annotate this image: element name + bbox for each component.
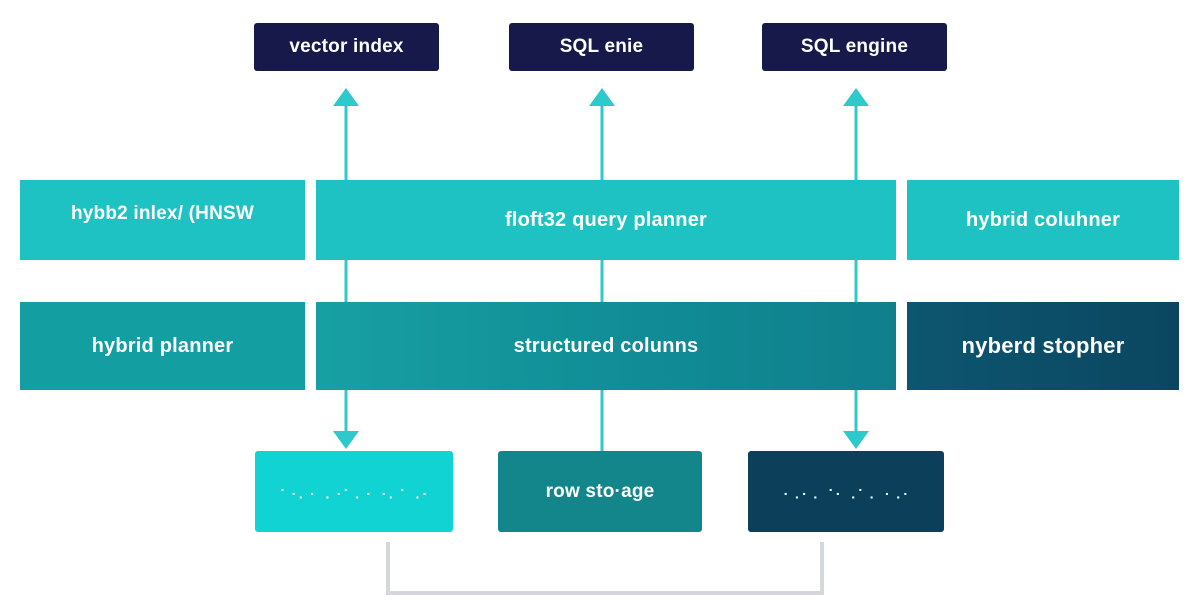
top-box-vector-index: vector index <box>254 23 439 71</box>
row1-right-box: hybrid coluhner <box>907 180 1179 260</box>
row2-right-label: nyberd stopher <box>961 333 1125 358</box>
row1-middle-box: floft32 query planner <box>316 180 896 260</box>
top-box-sql-enie: SQL enie <box>509 23 694 71</box>
row2-middle-box: structured colunns <box>316 302 896 390</box>
row2-left-box: hybrid planner <box>20 302 305 390</box>
arrowhead-up-middle <box>589 88 615 106</box>
top-box-sql-engine: SQL engine <box>762 23 947 71</box>
bottom-connector <box>386 542 824 595</box>
top-box-sql-enie-label: SQL enie <box>559 36 644 57</box>
row2-middle-label: structured colunns <box>513 334 699 357</box>
top-box-sql-engine-label: SQL engine <box>800 36 909 57</box>
row1-middle-label: floft32 query planner <box>504 208 707 231</box>
storage-left-glyph: ⠐⠠⡀⠄⢀⠠⠂⡀⠄⠠⡀⠂⢀⠄ <box>275 483 433 500</box>
storage-middle-box: row sto·age <box>498 451 702 532</box>
row1-left-label: hybb2 inlex/ (HNSW <box>70 203 255 224</box>
row2-left-label: hybrid planner <box>91 334 234 357</box>
storage-middle-label: row sto·age <box>545 480 655 502</box>
arrowhead-down-right <box>843 431 869 449</box>
row1-left-box: hybb2 inlex/ (HNSW <box>20 180 305 260</box>
arrowhead-up-left <box>333 88 359 106</box>
row2-right-box: nyberd stopher <box>907 302 1179 390</box>
top-box-vector-index-label: vector index <box>289 36 404 57</box>
storage-left-box: ⠐⠠⡀⠄⢀⠠⠂⡀⠄⠠⡀⠂⢀⠄ <box>255 451 453 532</box>
storage-right-glyph: ⠠⢀⠄⡀⠐⠄⢀⠂⡀⠠⢀⠄ <box>778 483 914 500</box>
storage-right-box: ⠠⢀⠄⡀⠐⠄⢀⠂⡀⠠⢀⠄ <box>748 451 944 532</box>
arrowhead-down-left <box>333 431 359 449</box>
row1-right-label: hybrid coluhner <box>965 208 1121 231</box>
arrowhead-up-right <box>843 88 869 106</box>
